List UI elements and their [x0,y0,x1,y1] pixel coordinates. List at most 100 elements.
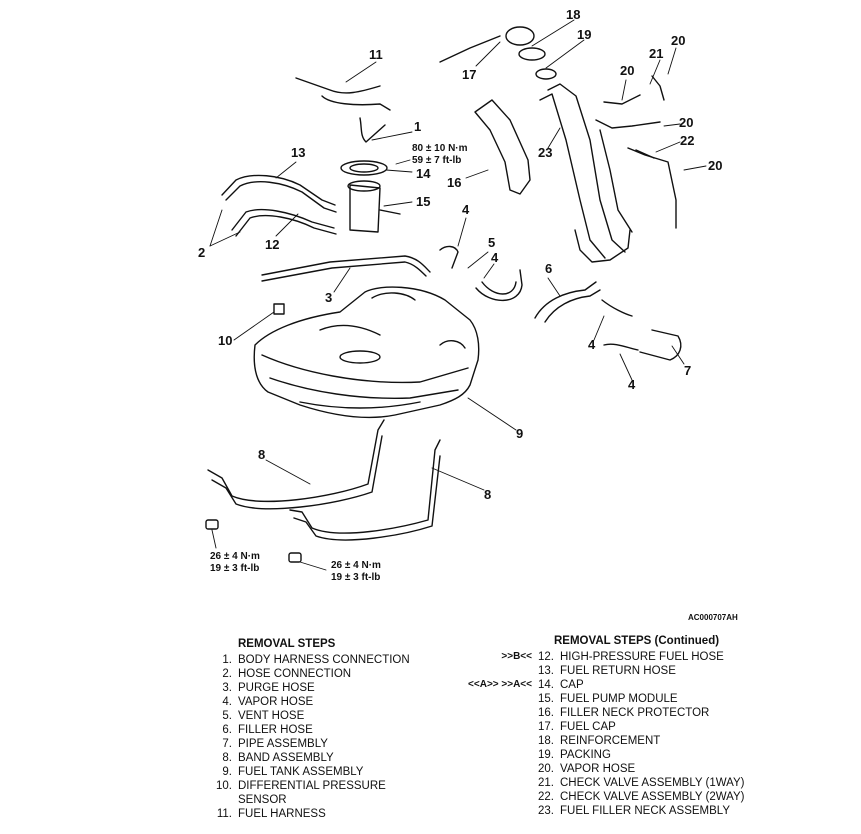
filler-neck-protector-drawing [474,99,531,195]
step-number: 19. [538,749,554,761]
service-point-mark [452,720,532,734]
band-right-torque-nm: 26 ± 4 N·m [331,560,381,571]
service-point-mark [452,748,532,762]
callout-15: 15 [416,194,430,209]
step-text: FUEL RETURN HOSE [560,665,676,677]
callout-3: 3 [325,290,332,305]
step-number: 4. [222,696,232,708]
callout-20d: 20 [708,158,722,173]
step-number: 18. [538,735,554,747]
band-left-torque-ftlb: 19 ± 3 ft-lb [210,563,259,574]
step-number: 11. [216,808,232,820]
callout-11: 11 [369,47,383,62]
step-text: HOSE CONNECTION [238,668,352,680]
step-number: 10. [216,780,232,792]
callout-1: 1 [414,119,421,134]
fuel-tank-drawing [253,286,480,419]
step-number: 22. [538,791,554,803]
step-text: VENT HOSE [238,710,305,722]
callout-2: 2 [198,245,205,260]
step-text: FILLER NECK PROTECTOR [560,707,710,719]
removal-step: 4. VAPOR HOSE [212,695,452,709]
service-point-mark: <<A>> >>A<< [468,679,532,690]
step-number: 16. [538,707,554,719]
fuel-tank-exploded-diagram: 1 2 3 4 4 4 4 5 6 7 8 8 9 10 11 12 13 14… [198,7,722,583]
removal-step: 10. DIFFERENTIAL PRESSURE [212,779,452,793]
step-text: SENSOR [238,794,287,806]
step-number: 12. [538,651,554,663]
callout-17: 17 [462,67,476,82]
removal-step: 22. CHECK VALVE ASSEMBLY (2WAY) [452,790,757,804]
removal-step: <<A>> >>A<<14.CAP [452,678,757,692]
callout-8a: 8 [258,447,265,462]
removal-step: 18. REINFORCEMENT [452,734,757,748]
step-number: 7. [222,738,232,750]
step-text: FUEL PUMP MODULE [560,693,678,705]
step-text: HIGH-PRESSURE FUEL HOSE [560,651,724,663]
removal-steps-items: 1. BODY HARNESS CONNECTION 2. HOSE CONNECTI… [212,653,452,821]
step-text: FILLER HOSE [238,724,313,736]
service-point-mark [452,776,532,790]
step-number: 15. [538,693,554,705]
step-number: 9. [222,766,232,778]
callout-6: 6 [545,261,552,276]
band-assembly-drawing [205,419,441,563]
step-text: BODY HARNESS CONNECTION [238,654,410,666]
step-number [212,793,232,807]
removal-step: 3. PURGE HOSE [212,681,452,695]
removal-step: 15. FUEL PUMP MODULE [452,692,757,706]
removal-step: 6.FILLER HOSE [212,723,452,737]
removal-step: 16. FILLER NECK PROTECTOR [452,706,757,720]
callout-14: 14 [416,166,431,181]
service-point-mark [452,762,532,776]
purge-hose-drawing [261,255,431,282]
step-text: REINFORCEMENT [560,735,661,747]
callout-7: 7 [684,363,691,378]
callout-labels: 1 2 3 4 4 4 4 5 6 7 8 8 9 10 11 12 13 14… [198,7,722,502]
leader-lines [209,19,707,571]
removal-steps-continued-list: REMOVAL STEPS (Continued) >>B<<12.HIGH-P… [452,634,757,818]
removal-step: SENSOR [212,793,452,807]
step-text: FUEL FILLER NECK ASSEMBLY [560,805,731,817]
callout-10: 10 [218,333,232,348]
step-number: 8. [222,752,232,764]
callout-18: 18 [566,7,580,22]
tank-hoses-drawing [439,245,682,361]
step-number: 3. [222,682,232,694]
step-text: DIFFERENTIAL PRESSURE [238,780,386,792]
callout-4b: 4 [491,250,499,265]
step-text: VAPOR HOSE [560,763,636,775]
step-text: CHECK VALVE ASSEMBLY (2WAY) [560,791,745,803]
reference-code-label: AC000707AH [688,613,738,622]
step-text: BAND ASSEMBLY [238,752,334,764]
step-text: CAP [560,679,584,691]
band-left-torque-nm: 26 ± 4 N·m [210,551,260,562]
step-text: VAPOR HOSE [238,696,314,708]
callout-4a: 4 [462,202,470,217]
removal-step: 8. BAND ASSEMBLY [212,751,452,765]
step-text: FUEL HARNESS [238,808,326,820]
step-number: 2. [222,668,232,680]
pump-torque-nm: 80 ± 10 N·m [412,143,468,154]
callout-4c: 4 [588,337,596,352]
step-number: 17. [538,721,554,733]
step-number: 1. [222,654,232,666]
callout-22: 22 [680,133,694,148]
callout-4d: 4 [628,377,636,392]
removal-step: 1. BODY HARNESS CONNECTION [212,653,452,667]
step-text: PURGE HOSE [238,682,315,694]
fuel-cap-drawing [439,26,557,80]
step-number: 20. [538,763,554,775]
removal-step: 9.FUEL TANK ASSEMBLY [212,765,452,779]
removal-step: 2. HOSE CONNECTION [212,667,452,681]
callout-9: 9 [516,426,523,441]
filler-neck-drawing [539,83,633,263]
fuel-pump-module-drawing [340,160,401,233]
removal-step: >>B<<12.HIGH-PRESSURE FUEL HOSE [452,650,757,664]
step-text: PIPE ASSEMBLY [238,738,328,750]
step-number: 5. [222,710,232,722]
removal-step: 13.FUEL RETURN HOSE [452,664,757,678]
service-point-mark [452,664,532,678]
callout-19: 19 [577,27,591,42]
